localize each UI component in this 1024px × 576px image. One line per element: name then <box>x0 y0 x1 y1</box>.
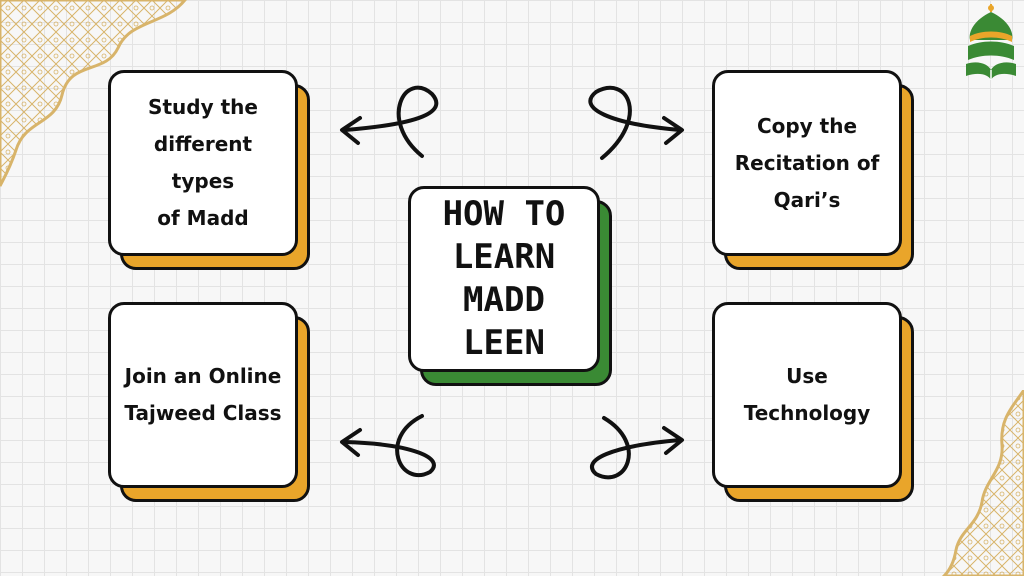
step-label: Use Technology <box>743 364 871 425</box>
center-title-card: HOW TO LEARN MADD LEEN <box>408 186 612 386</box>
step-card-join-online-class: Join an Online Tajweed Class <box>108 302 310 502</box>
dome-book-logo <box>966 4 1016 80</box>
curly-arrow-icon <box>343 85 439 158</box>
center-title: HOW TO LEARN MADD LEEN <box>442 194 566 363</box>
step-label: Copy the Recitation of Qari’s <box>734 113 880 212</box>
step-card-study-madd-types: Study the different types of Madd <box>108 70 310 270</box>
ornament-bottom-right <box>941 390 1024 576</box>
curly-arrow-icon <box>343 414 436 477</box>
step-label: Study the different types of Madd <box>148 95 258 230</box>
step-label: Join an Online Tajweed Class <box>124 364 282 425</box>
step-card-copy-recitation: Copy the Recitation of Qari’s <box>712 70 914 270</box>
curly-arrow-icon <box>590 416 682 480</box>
ornament-top-left <box>0 0 187 187</box>
curly-arrow-icon <box>588 85 682 160</box>
step-card-use-technology: Use Technology <box>712 302 914 502</box>
